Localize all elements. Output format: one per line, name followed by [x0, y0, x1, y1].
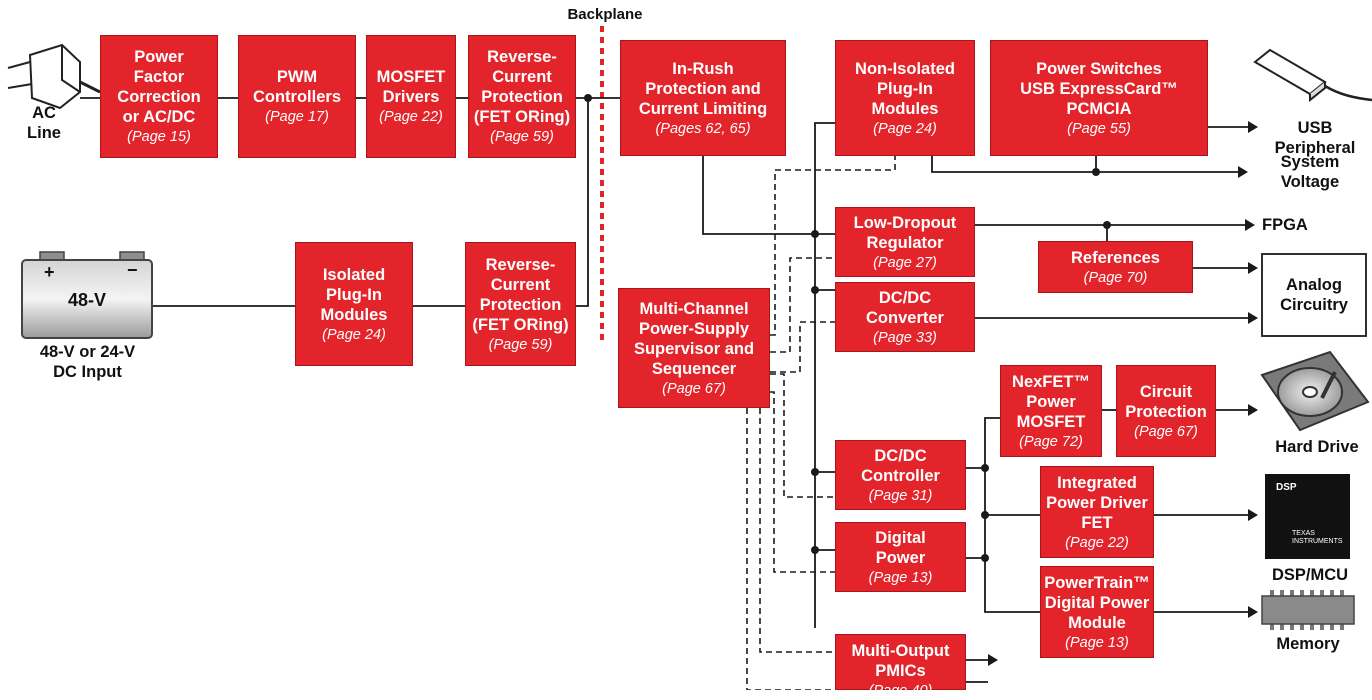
block-pwm-controllers: PWM Controllers (Page 17) — [238, 35, 356, 158]
ac-line-label: AC Line — [27, 104, 61, 142]
block-title: Integrated Power Driver FET — [1046, 473, 1148, 532]
block-dcdc-converter: DC/DC Converter (Page 33) — [835, 282, 975, 352]
block-page-ref: (Page 27) — [873, 254, 937, 271]
system-voltage-label: System Voltage — [1280, 153, 1340, 191]
block-page-ref: (Page 59) — [490, 129, 554, 145]
block-isolated-modules: Isolated Plug-In Modules (Page 24) — [295, 242, 413, 366]
backplane-label: Backplane — [567, 6, 643, 23]
block-title: MOSFET Drivers — [376, 68, 446, 106]
block-page-ref: (Page 24) — [322, 326, 386, 343]
block-low-dropout-regulator: Low-Dropout Regulator (Page 27) — [835, 207, 975, 277]
block-inrush-protection: In-Rush Protection and Current Limiting … — [620, 40, 786, 156]
analog-circuitry-box — [1261, 253, 1367, 337]
block-title: NexFET™ Power MOSFET — [1012, 372, 1090, 431]
block-mosfet-drivers: MOSFET Drivers (Page 22) — [366, 35, 456, 158]
block-title: Multi-Output PMICs — [851, 642, 950, 680]
block-multi-output-pmics: Multi-Output PMICs (Page 40) — [835, 634, 966, 699]
block-digital-power: Digital Power (Page 13) — [835, 522, 966, 592]
block-title: PowerTrain™ Digital Power Module — [1044, 573, 1150, 632]
junction-dots — [584, 94, 1111, 562]
block-page-ref: (Page 55) — [1067, 120, 1131, 137]
block-page-ref: (Page 24) — [873, 120, 937, 137]
block-title: Low-Dropout Regulator — [853, 213, 957, 252]
ac-plug-icon — [7, 43, 101, 110]
block-title: Power Factor Correction or AC/DC — [117, 48, 201, 126]
dsp-chip-text: DSP — [1276, 482, 1297, 493]
block-page-ref: (Page 13) — [1065, 634, 1129, 651]
block-supervisor-sequencer: Multi-Channel Power-Supply Supervisor an… — [618, 288, 770, 408]
block-title: Circuit Protection — [1125, 382, 1207, 421]
block-page-ref: (Page 22) — [1065, 534, 1129, 551]
block-page-ref: (Page 22) — [379, 109, 443, 125]
block-reverse-current-protection-bottom: Reverse- Current Protection (FET ORing) … — [465, 242, 576, 366]
battery-face-label: 48-V — [67, 290, 107, 310]
dc-input-label: 48-V or 24-V DC Input — [39, 343, 136, 381]
block-page-ref: (Page 72) — [1019, 433, 1083, 450]
block-page-ref: (Page 67) — [1134, 423, 1198, 440]
analog-circuitry-label: Analog Circuitry — [1280, 276, 1348, 314]
hard-drive-icon — [1260, 350, 1370, 432]
block-page-ref: (Page 33) — [873, 329, 937, 346]
arrowheads — [988, 121, 1258, 666]
block-title: Reverse- Current Protection (FET ORing) — [472, 255, 569, 334]
block-page-ref: (Page 13) — [868, 569, 933, 586]
block-title: DC/DC Converter — [866, 288, 944, 327]
block-title: DC/DC Controller — [861, 446, 940, 485]
block-power-switches: Power Switches USB ExpressCard™ PCMCIA (… — [990, 40, 1208, 156]
block-title: Multi-Channel Power-Supply Supervisor an… — [633, 299, 755, 378]
memory-chip-icon — [1261, 590, 1355, 630]
battery-plus-label: + — [44, 262, 55, 282]
block-title: Digital Power — [875, 528, 926, 567]
dsp-chip-icon — [1265, 474, 1350, 559]
block-page-ref: (Page 15) — [127, 129, 191, 145]
block-title: Reverse- Current Protection (FET ORing) — [473, 48, 571, 126]
block-power-factor-correction: Power Factor Correction or AC/DC (Page 1… — [100, 35, 218, 158]
dashed-connectors — [746, 156, 896, 690]
block-circuit-protection: Circuit Protection (Page 67) — [1116, 365, 1216, 457]
fpga-label: FPGA — [1262, 216, 1308, 234]
block-dcdc-controller: DC/DC Controller (Page 31) — [835, 440, 966, 510]
block-title: Power Switches USB ExpressCard™ PCMCIA — [1020, 59, 1178, 118]
battery-minus-label: − — [127, 260, 138, 280]
block-page-ref: (Page 70) — [1083, 269, 1148, 286]
hard-drive-label: Hard Drive — [1275, 438, 1359, 456]
block-integrated-power-driver: Integrated Power Driver FET (Page 22) — [1040, 466, 1154, 558]
block-non-isolated-modules: Non-Isolated Plug-In Modules (Page 24) — [835, 40, 975, 156]
block-page-ref: (Page 17) — [265, 109, 329, 125]
block-page-ref: (Page 40) — [868, 683, 933, 699]
block-title: Isolated Plug-In Modules — [320, 265, 388, 324]
usb-peripheral-label: USB Peripheral — [1274, 119, 1356, 157]
usb-cable-icon — [1253, 48, 1372, 103]
block-page-ref: (Page 59) — [488, 336, 553, 353]
texas-instruments-logo: Texas Instruments — [1292, 530, 1343, 545]
block-page-ref: (Pages 62, 65) — [655, 120, 751, 137]
block-title: PWM Controllers — [252, 68, 341, 106]
block-page-ref: (Page 67) — [662, 380, 726, 397]
battery-icon — [21, 251, 153, 339]
dsp-mcu-label: DSP/MCU — [1271, 566, 1349, 584]
block-title: References — [1071, 248, 1160, 267]
block-title: Non-Isolated Plug-In Modules — [855, 59, 955, 118]
block-page-ref: (Page 31) — [868, 487, 933, 504]
block-title: In-Rush Protection and Current Limiting — [638, 59, 768, 118]
block-references: References (Page 70) — [1038, 241, 1193, 293]
block-nexfet: NexFET™ Power MOSFET (Page 72) — [1000, 365, 1102, 457]
block-powertrain-module: PowerTrain™ Digital Power Module (Page 1… — [1040, 566, 1154, 658]
memory-label: Memory — [1276, 635, 1340, 653]
block-reverse-current-protection-top: Reverse- Current Protection (FET ORing) … — [468, 35, 576, 158]
